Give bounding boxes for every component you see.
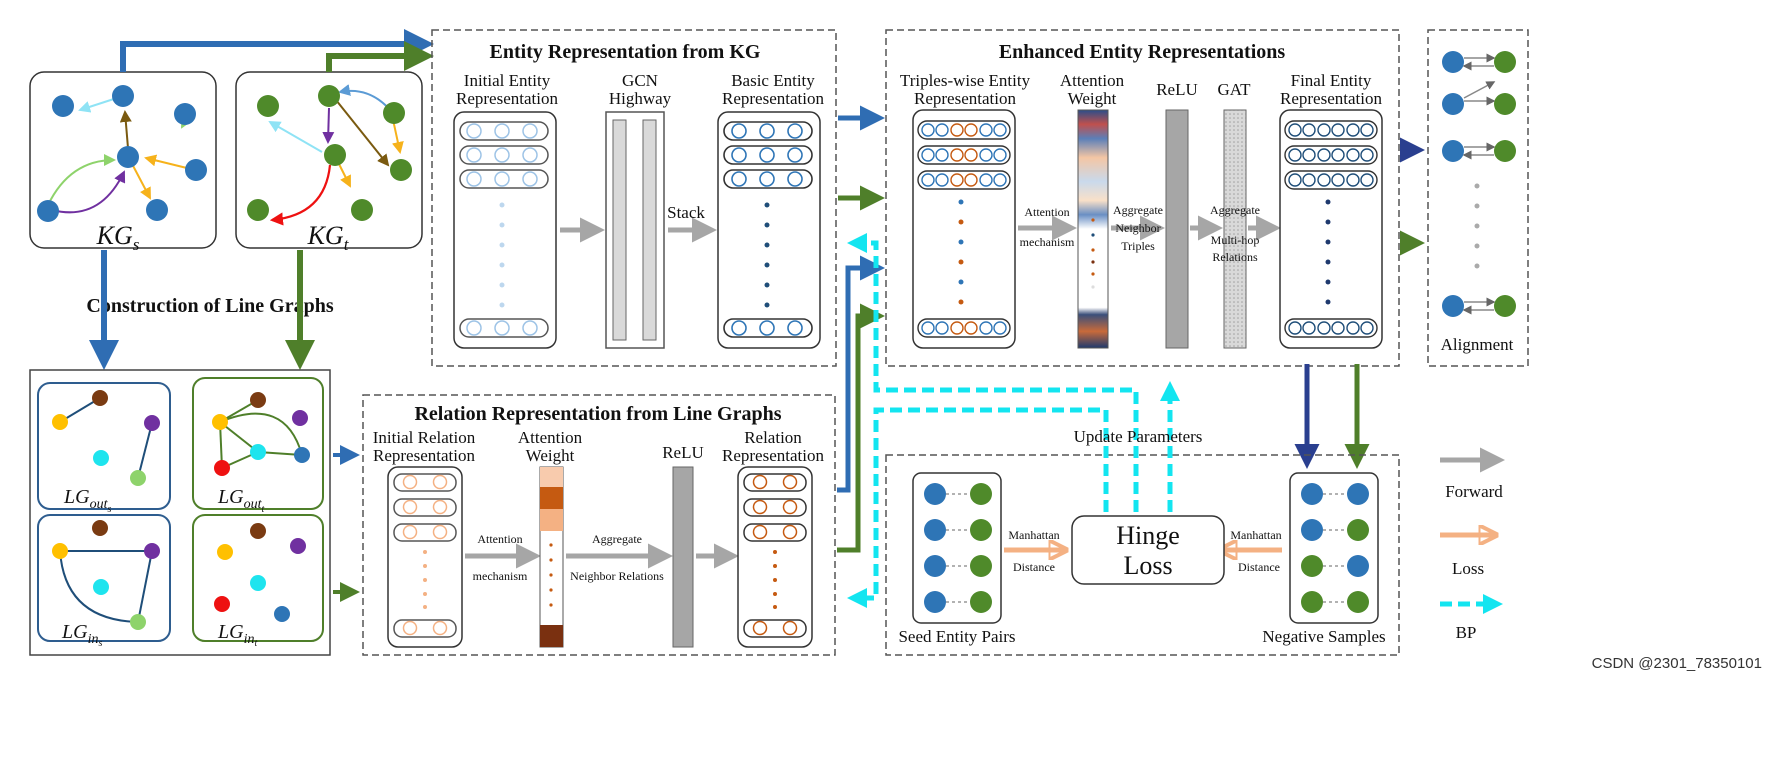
seed-label: Seed Entity Pairs xyxy=(898,627,1015,646)
flow-kgs-to-entity xyxy=(120,29,434,72)
lg-out-t: LGoutt xyxy=(192,377,324,515)
manhattan-left-2: Distance xyxy=(1013,560,1055,574)
lg-out-t-label: LGoutt xyxy=(217,486,264,515)
relation-rep-label-2: Representation xyxy=(722,446,824,465)
gcn-label-1: GCN xyxy=(622,71,658,90)
triples-label-2: Representation xyxy=(914,89,1016,108)
enh-agg-multihop-1: Aggregate xyxy=(1210,203,1260,217)
basic-entity-label-1: Basic Entity xyxy=(731,71,815,90)
kg-target-label: KGt xyxy=(307,221,350,254)
rel-attention-label-2: Weight xyxy=(526,446,575,465)
relation-rep-label-1: Relation xyxy=(744,428,802,447)
enh-attn-mech-1: Attention xyxy=(1024,205,1069,219)
final-entity-label-1: Final Entity xyxy=(1291,71,1372,90)
relation-lg-section: Relation Representation from Line Graphs… xyxy=(362,394,836,656)
basic-entity-label-2: Representation xyxy=(722,89,824,108)
construction-label: Construction of Line Graphs xyxy=(86,295,333,317)
rel-aggregate-2: Neighbor Relations xyxy=(570,569,664,583)
alignment-section: Alignment xyxy=(1427,29,1529,367)
hinge-label-1: Hinge xyxy=(1116,521,1180,550)
manhattan-left-1: Manhattan xyxy=(1008,528,1059,542)
enh-agg-multihop-3: Relations xyxy=(1212,250,1258,264)
initial-relation-label-2: Representation xyxy=(373,446,475,465)
hinge-label-2: Loss xyxy=(1123,551,1172,580)
lg-out-s: LGouts xyxy=(37,382,171,515)
legend-bp-label: BP xyxy=(1456,623,1477,642)
initial-relation-label-1: Initial Relation xyxy=(373,428,476,447)
lg-in-t: LGint xyxy=(192,514,324,649)
lg-in-s-label: LGins xyxy=(61,621,102,649)
enh-agg-triples-2: Neighbor xyxy=(1115,221,1160,235)
entity-kg-section: Entity Representation from KG Initial En… xyxy=(431,29,837,367)
alignment-label: Alignment xyxy=(1441,335,1514,354)
rel-aggregate-1: Aggregate xyxy=(592,532,642,546)
gat-label: GAT xyxy=(1217,80,1251,99)
enh-attn-mech-2: mechanism xyxy=(1020,235,1075,249)
legend-loss-label: Loss xyxy=(1452,559,1484,578)
legend: Forward Loss BP xyxy=(1440,447,1505,642)
loss-section: Update Parameters Seed Entity Pairs Manh… xyxy=(847,233,1400,656)
enh-agg-triples-1: Aggregate xyxy=(1113,203,1163,217)
initial-entity-label-1: Initial Entity xyxy=(464,71,551,90)
rel-attention-label-1: Attention xyxy=(518,428,583,447)
rel-attn-mech-2: mechanism xyxy=(473,569,528,583)
relation-lg-title: Relation Representation from Line Graphs xyxy=(414,403,781,425)
enh-agg-multihop-2: Multi-hop xyxy=(1211,233,1260,247)
rel-relu-label: ReLU xyxy=(662,443,704,462)
kg-source-label: KGs xyxy=(96,221,140,254)
final-entity-label-2: Representation xyxy=(1280,89,1382,108)
initial-entity-label-2: Representation xyxy=(456,89,558,108)
enh-relu-label: ReLU xyxy=(1156,80,1198,99)
gcn-label-2: Highway xyxy=(609,89,672,108)
legend-forward-label: Forward xyxy=(1445,482,1503,501)
stack-label: Stack xyxy=(667,203,705,222)
lg-in-t-label: LGint xyxy=(217,621,257,649)
kg-source-panel: KGs xyxy=(29,71,217,254)
update-params-label: Update Parameters xyxy=(1074,427,1203,446)
negative-label: Negative Samples xyxy=(1262,627,1385,646)
flow-relation-green xyxy=(837,303,885,553)
enh-attention-label-1: Attention xyxy=(1060,71,1125,90)
manhattan-right-2: Distance xyxy=(1238,560,1280,574)
enh-attention-label-2: Weight xyxy=(1068,89,1117,108)
flow-relation-blue xyxy=(837,255,885,493)
enhanced-title: Enhanced Entity Representations xyxy=(999,41,1286,63)
enh-agg-triples-3: Triples xyxy=(1121,239,1155,253)
triples-label-1: Triples-wise Entity xyxy=(900,71,1031,90)
lg-in-s: LGins xyxy=(37,514,171,649)
entity-kg-title: Entity Representation from KG xyxy=(490,41,761,63)
watermark: CSDN @2301_78350101 xyxy=(1592,655,1762,672)
flow-kgt-to-entity xyxy=(326,41,434,72)
kg-target-panel: KGt xyxy=(235,71,423,254)
rel-attn-mech-1: Attention xyxy=(477,532,522,546)
lg-out-s-label: LGouts xyxy=(63,486,111,515)
enhanced-section: Enhanced Entity Representations Triples-… xyxy=(885,29,1400,367)
manhattan-right-1: Manhattan xyxy=(1230,528,1281,542)
